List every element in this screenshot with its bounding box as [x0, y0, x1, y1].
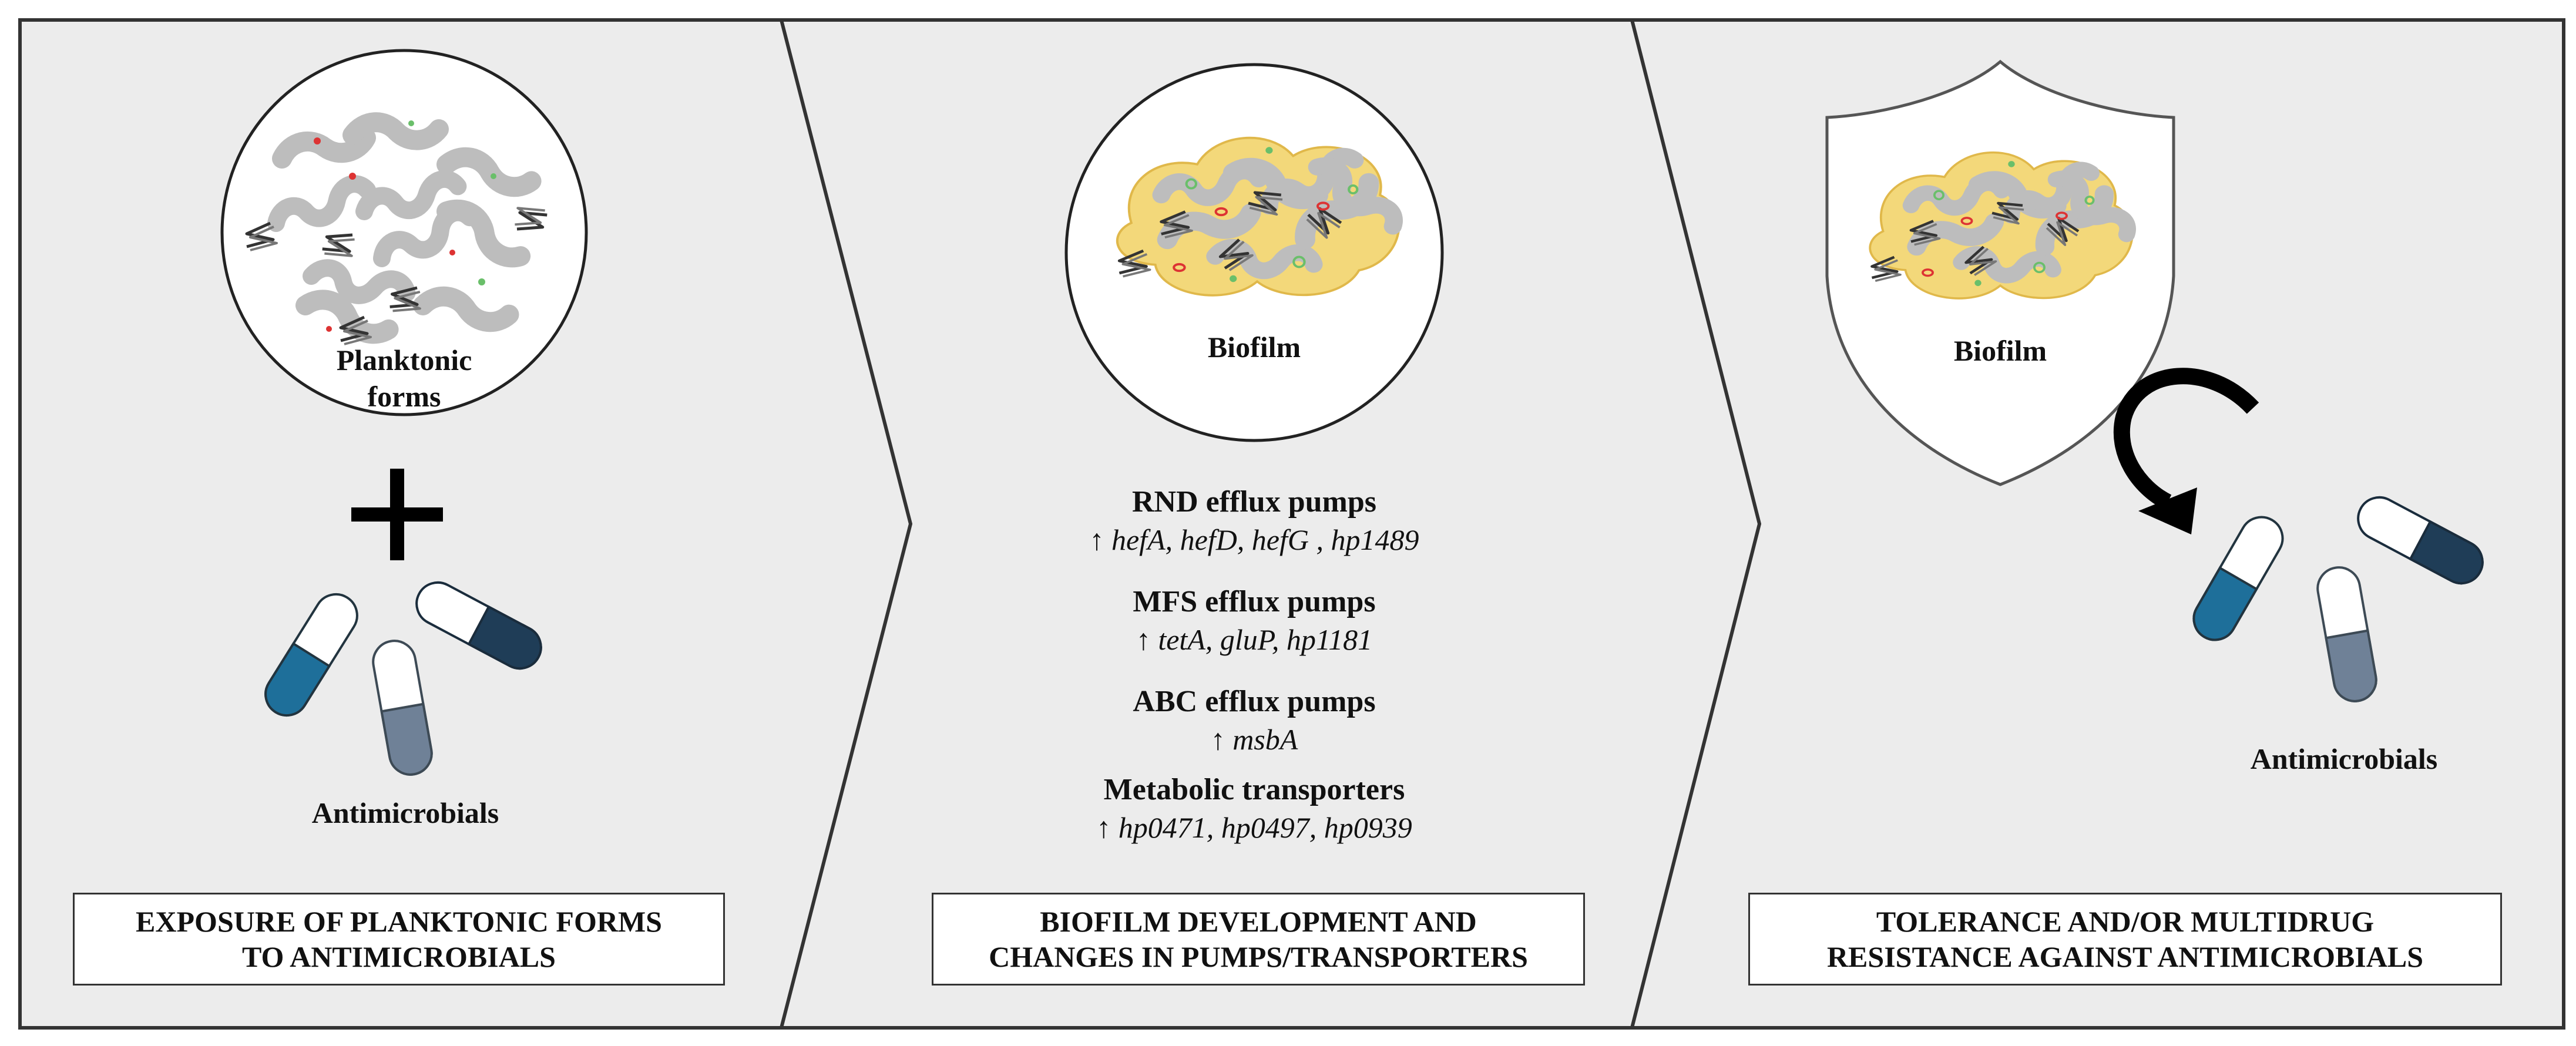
curved-arrow-icon [2113, 368, 2259, 534]
up-arrow-icon: ↑ [1089, 523, 1104, 556]
abc-pumps-genes: ↑ msbA [960, 722, 1548, 756]
shield-icon [1825, 59, 2175, 486]
panel1-caption-line2: TO ANTIMICROBIALS [242, 940, 556, 973]
up-arrow-icon: ↑ [1136, 623, 1151, 656]
mfs-gene-list: tetA, gluP, hp1181 [1158, 623, 1373, 656]
plus-icon [351, 469, 443, 560]
biofilm-label-panel3: Biofilm [1953, 334, 2047, 367]
rnd-gene-list: hefA, hefD, hefG , hp1489 [1111, 523, 1419, 556]
metabolic-transporters-title: Metabolic transporters [1103, 773, 1405, 806]
up-arrow-icon: ↑ [1210, 723, 1225, 756]
panel3-caption-box: TOLERANCE AND/OR MULTIDRUG RESISTANCE AG… [1748, 893, 2502, 986]
panel2-caption-box: BIOFILM DEVELOPMENT AND CHANGES IN PUMPS… [932, 893, 1585, 986]
rnd-pumps-genes: ↑ hefA, hefD, hefG , hp1489 [960, 523, 1548, 557]
panel2-caption-line2: CHANGES IN PUMPS/TRANSPORTERS [989, 940, 1528, 973]
panel1-caption-box: EXPOSURE OF PLANKTONIC FORMS TO ANTIMICR… [73, 893, 725, 986]
planktonic-label-line1: Planktonic [336, 344, 472, 376]
abc-pumps-title: ABC efflux pumps [1133, 685, 1376, 718]
panel2-caption-line1: BIOFILM DEVELOPMENT AND [1040, 905, 1477, 938]
antimicrobials-label-panel3: Antimicrobials [2250, 742, 2438, 775]
up-arrow-icon: ↑ [1096, 811, 1111, 844]
planktonic-circle [220, 49, 588, 416]
mfs-pumps-genes: ↑ tetA, gluP, hp1181 [960, 623, 1548, 657]
rnd-pumps-title: RND efflux pumps [1131, 485, 1377, 519]
chevron-divider-1 [780, 19, 913, 1028]
panel3-caption-line2: RESISTANCE AGAINST ANTIMICROBIALS [1826, 940, 2424, 973]
planktonic-label-line2: forms [367, 380, 441, 413]
biofilm-label-panel2: Biofilm [1207, 331, 1301, 364]
abc-gene-list: msbA [1232, 723, 1298, 756]
mfs-pumps-title: MFS efflux pumps [1133, 585, 1376, 618]
chevron-divider-2 [1630, 19, 1762, 1028]
antimicrobials-label-panel1: Antimicrobials [311, 796, 499, 829]
metabolic-transporters-genes: ↑ hp0471, hp0497, hp0939 [960, 810, 1548, 845]
panel3-caption-line1: TOLERANCE AND/OR MULTIDRUG [1876, 905, 2375, 938]
metabolic-gene-list: hp0471, hp0497, hp0939 [1118, 811, 1412, 844]
panel1-caption-line1: EXPOSURE OF PLANKTONIC FORMS [136, 905, 662, 938]
biofilm-circle [1064, 63, 1444, 442]
